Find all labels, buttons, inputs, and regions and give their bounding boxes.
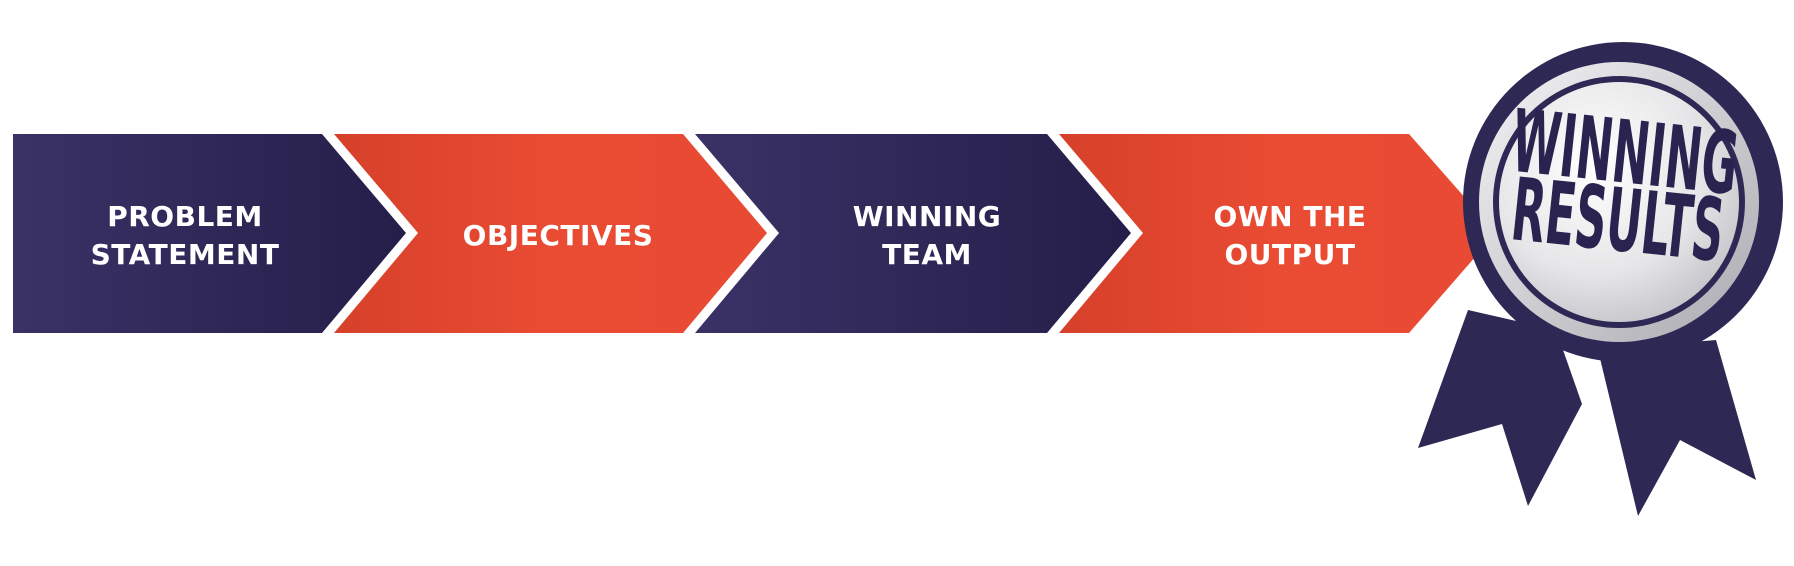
step-label-line1: OBJECTIVES bbox=[463, 219, 654, 252]
step-label-line1: PROBLEM bbox=[107, 200, 263, 233]
step-arrow-shape bbox=[13, 134, 406, 333]
step-label-line1: WINNING bbox=[853, 200, 1002, 233]
step-winning-team: WINNING TEAM bbox=[695, 134, 1131, 333]
step-own-the-output: OWN THE OUTPUT bbox=[1059, 134, 1496, 333]
step-arrow-shape bbox=[695, 134, 1131, 333]
step-arrow-shape bbox=[1059, 134, 1496, 333]
badge-title-line1: WINNING bbox=[1507, 91, 1743, 215]
step-problem-statement: PROBLEM STATEMENT bbox=[13, 134, 406, 333]
badge-title-line2: RESULTS bbox=[1507, 160, 1729, 283]
ribbon-right bbox=[1598, 340, 1756, 516]
step-label-line2: TEAM bbox=[882, 238, 972, 271]
step-label-line1: OWN THE bbox=[1213, 200, 1366, 233]
badge-face bbox=[1499, 82, 1739, 322]
ribbon-left bbox=[1418, 310, 1582, 506]
rosette-award-icon: WINNING RESULTS bbox=[1418, 42, 1783, 516]
step-objectives: OBJECTIVES bbox=[334, 134, 767, 333]
step-label-line2: OUTPUT bbox=[1225, 238, 1356, 271]
step-arrow-shape bbox=[334, 134, 767, 333]
step-label-line2: STATEMENT bbox=[91, 238, 280, 271]
